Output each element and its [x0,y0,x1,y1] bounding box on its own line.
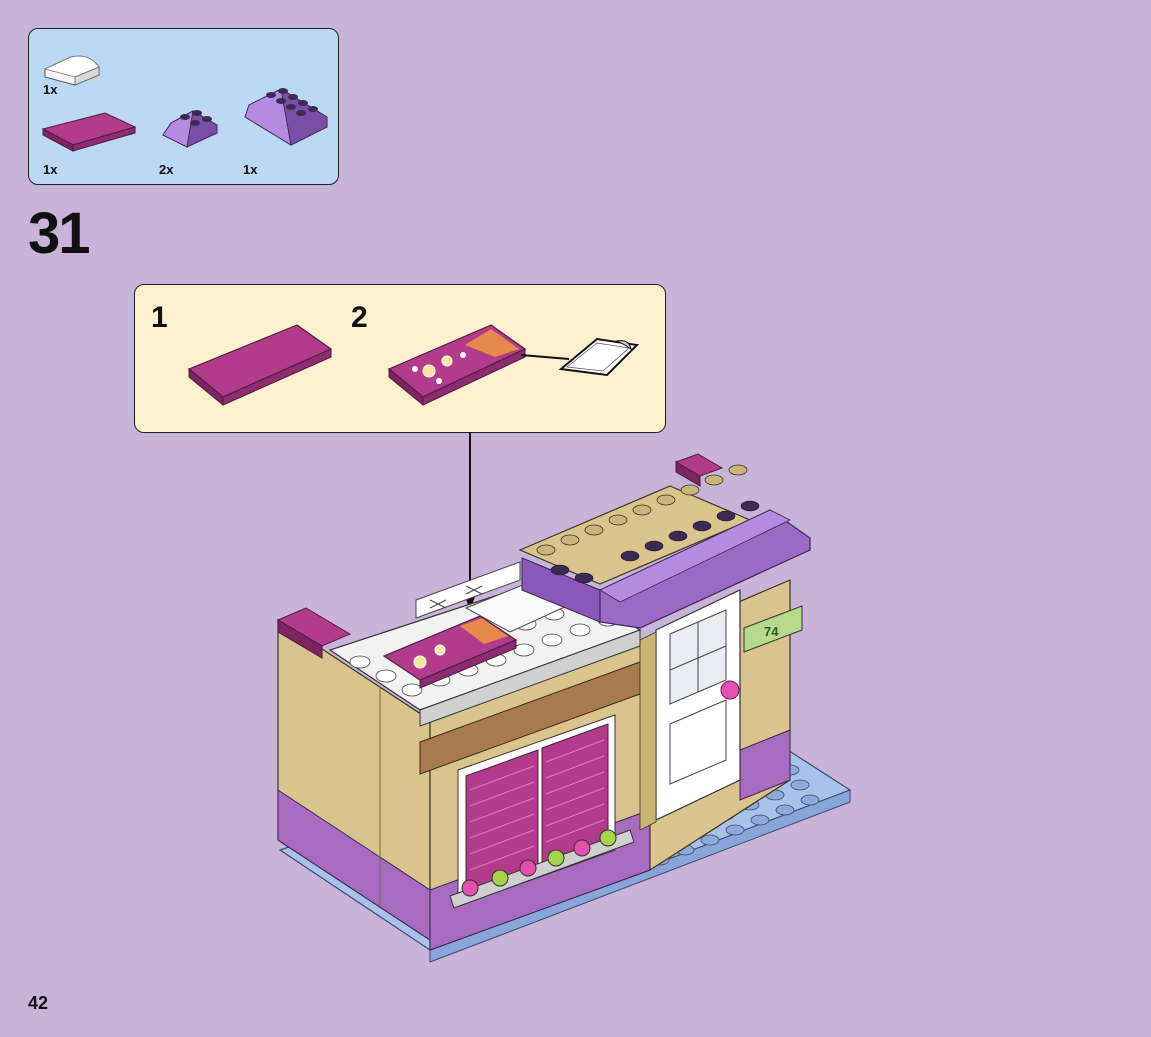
substep-box: 1 2 [134,284,666,433]
build-model-illustration: 74 [276,453,852,963]
step-number: 31 [28,201,90,266]
substep-number-1: 1 [151,301,168,334]
magenta-tile-part [41,112,137,152]
lavender-slope-large-part [244,88,328,146]
address-plate-number: 74 [764,624,779,639]
part-qty-1: 1x [43,82,58,97]
substep-number-2: 2 [351,301,368,334]
lavender-slope-small-part [162,110,218,148]
parts-list-box: 1x 1x 2x 1x [28,28,339,185]
substep1-tile [187,324,333,407]
part-qty-2: 1x [43,162,58,177]
substep2-decorated-tile [387,324,640,407]
part-qty-4: 1x [243,162,258,177]
part-qty-3: 2x [159,162,174,177]
white-curved-slope-part [43,55,100,86]
page-number: 42 [28,993,49,1013]
